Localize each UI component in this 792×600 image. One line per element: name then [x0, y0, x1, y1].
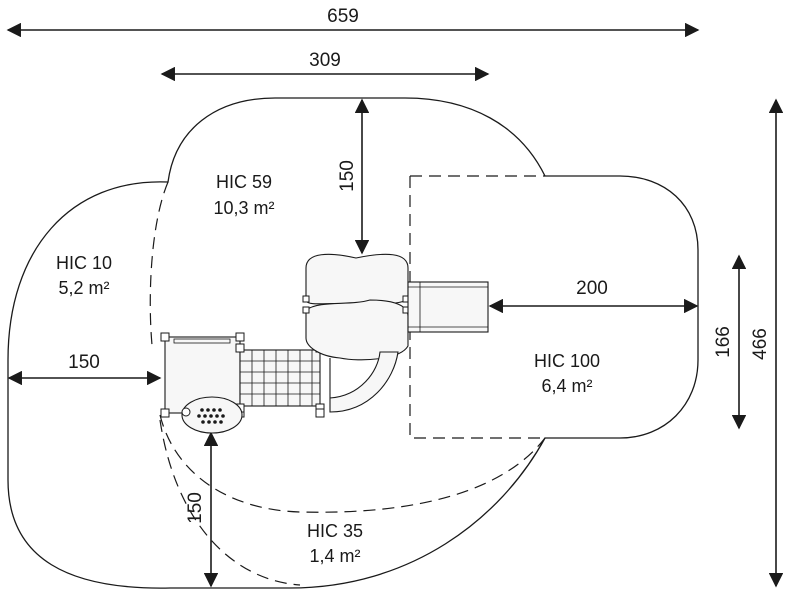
zone-area-59: 10,3 m² [213, 198, 274, 218]
zone-labels: HIC 59 10,3 m² HIC 10 5,2 m² HIC 100 6,4… [56, 172, 600, 566]
roof-canopy [302, 253, 410, 418]
overall-depth-label: 466 [750, 328, 771, 360]
zone-area-10: 5,2 m² [58, 278, 109, 298]
left-clearance-label: 150 [68, 352, 100, 373]
slide-clearance-label: 200 [576, 278, 608, 299]
dimension-arrows [6, 22, 784, 588]
inner-width-label: 309 [309, 50, 341, 71]
zone-hic-59: HIC 59 [216, 172, 272, 192]
inner-depth-label: 166 [713, 326, 734, 358]
slide [407, 281, 489, 333]
zone-hic-100: HIC 100 [534, 351, 600, 371]
bottom-clearance-label: 150 [185, 492, 206, 524]
climbing-net-bridge [235, 343, 325, 413]
dimension-labels: 659 309 150 200 150 150 166 466 [68, 6, 771, 524]
zone-area-100: 6,4 m² [541, 376, 592, 396]
activity-panel [181, 396, 243, 434]
overall-width-label: 659 [327, 6, 359, 27]
top-clearance-label: 150 [337, 160, 358, 192]
zone-hic-10: HIC 10 [56, 253, 112, 273]
zone-hic-35: HIC 35 [307, 521, 363, 541]
zone-area-35: 1,4 m² [309, 546, 360, 566]
impact-zone-boundaries [149, 175, 546, 586]
safety-zone-outline [7, 97, 699, 589]
